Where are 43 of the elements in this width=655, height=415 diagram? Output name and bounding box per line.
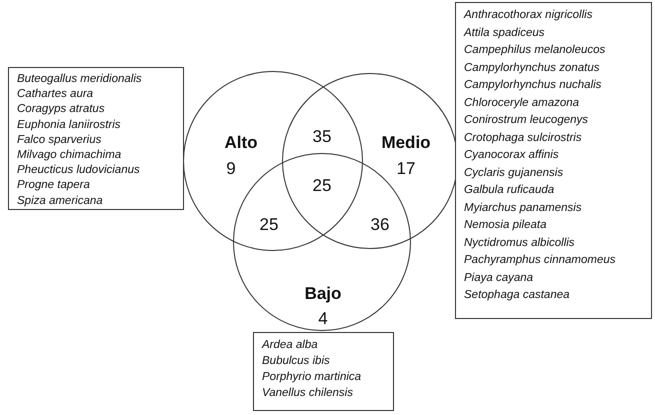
species-list-box — [455, 2, 652, 319]
species-name: Piaya cayana — [464, 270, 534, 286]
species-name: Galbula ruficauda — [464, 183, 556, 198]
group-title: Bajo — [304, 284, 342, 304]
count-number: 4 — [318, 309, 328, 329]
species-name: Falco sparverius — [17, 132, 102, 148]
species-name: Cyanocorax affinis — [464, 148, 560, 163]
species-name: Ardea alba — [262, 338, 319, 353]
count-number: 17 — [396, 159, 416, 179]
species-name: Chloroceryle amazona — [464, 96, 580, 110]
species-name: Milvago chimachima — [17, 148, 122, 164]
group-title: Alto — [224, 133, 258, 153]
species-name: Campylorhynchus zonatus — [464, 60, 601, 76]
species-name: Nyctidromus albicollis — [464, 236, 576, 250]
species-list-box — [8, 67, 184, 210]
species-name: Campephilus melanoleucos — [464, 43, 606, 58]
count-number: 9 — [226, 159, 236, 179]
species-name: Progne tapera — [17, 178, 91, 194]
species-name: Anthracothorax nigricollis — [464, 8, 594, 23]
species-list-box — [253, 332, 394, 411]
overlap-count: 25 — [312, 176, 332, 196]
species-name: Myiarchus panamensis — [464, 200, 583, 216]
species-name: Attila spadiceus — [464, 26, 546, 40]
overlap-count: 36 — [370, 215, 390, 235]
species-name: Spiza americana — [17, 194, 104, 209]
species-name: Bubulcus ibis — [262, 354, 331, 369]
species-name: Coragyps atratus — [17, 102, 106, 118]
species-name: Setophaga castanea — [464, 288, 571, 303]
species-name: Buteogallus meridionalis — [17, 72, 143, 87]
species-name: Cyclaris gujanensis — [464, 166, 564, 180]
species-name: Pachyramphus cinnamomeus — [464, 253, 616, 268]
species-name: Campylorhynchus nuchalis — [464, 78, 602, 93]
species-name: Pheucticus ludovicianus — [17, 163, 141, 178]
species-name: Euphonia laniirostris — [17, 118, 122, 133]
species-name: Cathartes aura — [17, 87, 94, 102]
species-name: Conirostrum leucogenys — [464, 113, 590, 128]
species-name: Crotophaga sulcirostris — [464, 130, 583, 146]
overlap-count: 35 — [312, 127, 332, 147]
species-name: Vanellus chilensis — [262, 386, 354, 401]
species-name: Porphyrio martinica — [262, 370, 362, 385]
group-title: Medio — [381, 133, 431, 153]
species-name: Nemosia pileata — [464, 218, 548, 233]
overlap-count: 25 — [260, 215, 278, 235]
